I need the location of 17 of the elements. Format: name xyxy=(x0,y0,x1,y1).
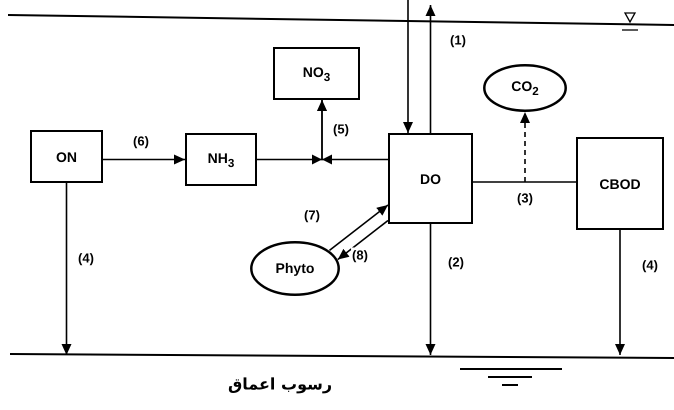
process-box: NO$_{3}$ xyxy=(273,47,360,100)
bed-label: رسوب اعماق xyxy=(228,374,332,394)
process-box: DO xyxy=(388,133,473,224)
edge-label: (5) xyxy=(332,122,350,136)
edge-label: (1) xyxy=(449,32,467,48)
edge-label: (2) xyxy=(447,254,465,270)
edge-label: (3) xyxy=(516,190,534,206)
process-box: NH$_{3}$ xyxy=(185,133,257,186)
edge-label: (7) xyxy=(303,208,321,222)
edge-label: (8) xyxy=(351,248,369,262)
process-box: CBOD xyxy=(576,137,664,230)
edge-label: (6) xyxy=(132,134,150,148)
edge-label: (4) xyxy=(641,258,659,272)
process-box: ON xyxy=(30,130,103,183)
process-ellipse: CO$_{2}$ xyxy=(483,64,567,112)
process-ellipse: Phyto xyxy=(250,240,340,296)
edge-label: (4) xyxy=(77,250,95,266)
